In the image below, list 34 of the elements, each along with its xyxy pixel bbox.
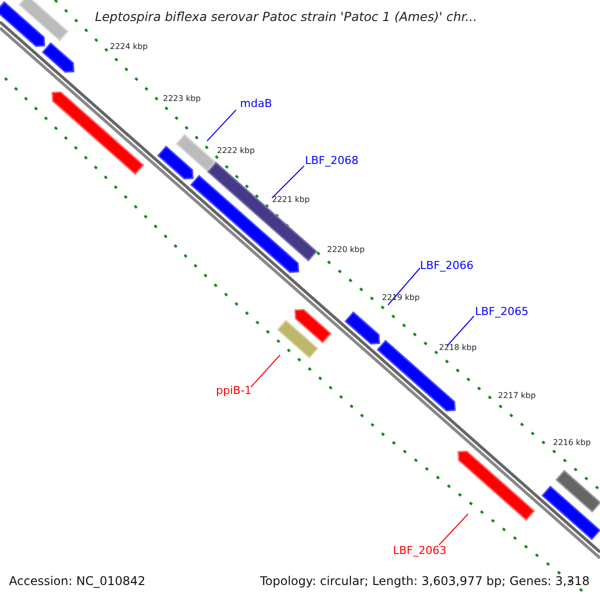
gene-feature [541, 485, 600, 540]
diagram-title: Leptospira biflexa serovar Patoc strain 'Patoc 1 (Ames)' chr... [95, 11, 478, 24]
scale-label: 2221 kbp [272, 196, 310, 204]
gene-label: mdaB [240, 98, 272, 109]
gene-feature [457, 450, 536, 521]
scale-label: 2216 kbp [553, 439, 591, 447]
gene-feature [344, 311, 380, 345]
scale-label: 2222 kbp [217, 147, 255, 155]
gene-label: LBF_2066 [420, 260, 474, 271]
accession-text: Accession: NC_010842 [9, 575, 146, 587]
scale-label: 2220 kbp [327, 246, 365, 254]
gene-feature [0, 1, 46, 47]
leader-line [206, 110, 236, 142]
leader-line [272, 166, 304, 198]
gene-feature [157, 146, 194, 180]
gene-feature [294, 308, 332, 344]
leader-line [250, 354, 280, 388]
gene-label: LBF_2063 [393, 545, 446, 556]
scale-label: 2224 kbp [110, 43, 148, 51]
scale-label: 2217 kbp [498, 392, 536, 400]
gene-feature [52, 91, 144, 176]
leader-line [438, 514, 468, 546]
scale-label: 2223 kbp [163, 95, 201, 103]
gene-label: ppiB-1 [216, 385, 252, 396]
gene-feature [276, 320, 318, 359]
gene-label: LBF_2065 [475, 306, 528, 317]
leader-line [446, 316, 474, 346]
gene-label: LBF_2068 [305, 155, 358, 166]
scale-label: 2218 kbp [439, 344, 477, 352]
gene-feature [18, 0, 69, 42]
gene-feature [176, 134, 216, 172]
genome-info-text: Topology: circular; Length: 3,603,977 bp; Genes: 3,318 [260, 575, 590, 587]
gene-feature [555, 470, 600, 513]
leader-line [388, 268, 420, 306]
